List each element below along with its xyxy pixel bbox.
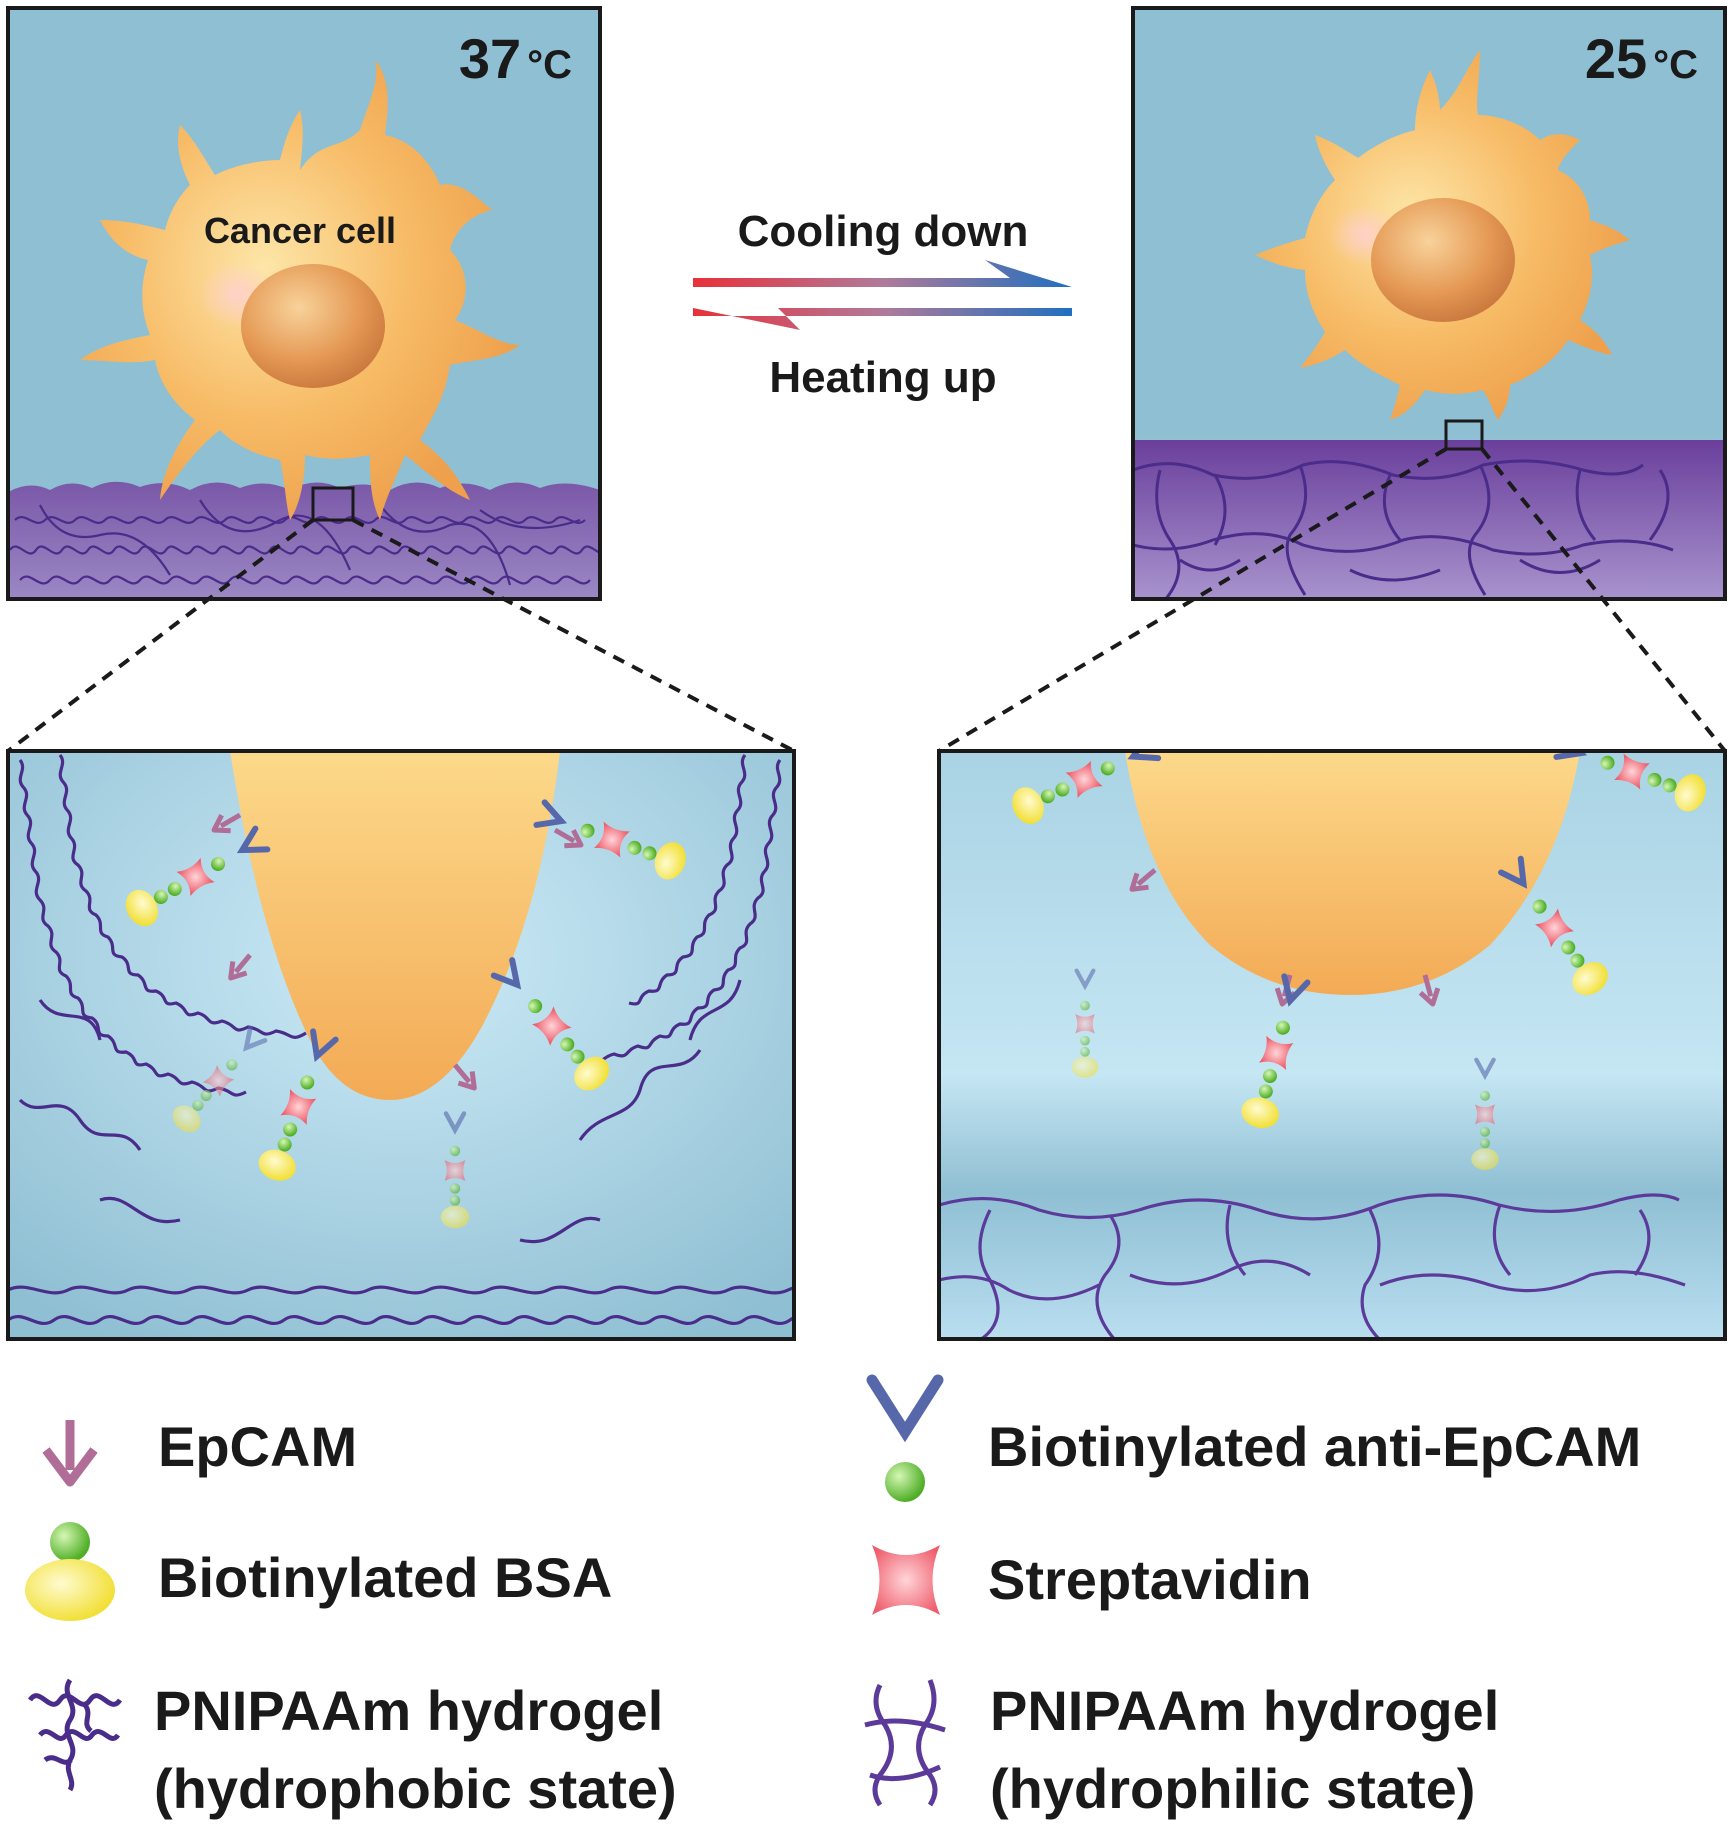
- hydrogel-network-zoom-cool: [939, 1193, 1686, 1339]
- legend-hydrophilic-label-line2: (hydrophilic state): [990, 1757, 1475, 1820]
- transition-arrows: Cooling down Heating up: [693, 207, 1072, 402]
- heating-arrow: [693, 308, 1072, 330]
- zoom-box-warm: [311, 486, 355, 522]
- legend-bsa-icon: [25, 1522, 115, 1621]
- legend-streptavidin-label: Streptavidin: [988, 1548, 1312, 1611]
- legend-epcam-label: EpCAM: [158, 1415, 357, 1478]
- legend-bsa-label: Biotinylated BSA: [158, 1546, 612, 1609]
- cell-protrusion-warm: [230, 751, 560, 1100]
- hydrogel-network-top-right: [1133, 459, 1674, 599]
- temperature-label-warm: 37°C: [459, 27, 572, 90]
- temperature-label-cool: 25°C: [1585, 27, 1698, 90]
- cancer-cell-cool: [1255, 50, 1630, 420]
- legend: EpCAM Biotinylated anti-EpCAM Biotinylat…: [25, 1374, 1641, 1820]
- zoom-lines: [6, 447, 1727, 753]
- heating-up-label: Heating up: [769, 353, 996, 402]
- legend-epcam-icon: [42, 1420, 98, 1487]
- cooling-arrow: [693, 260, 1072, 287]
- legend-antibody-icon: [866, 1374, 944, 1502]
- legend-streptavidin-icon: [872, 1545, 940, 1615]
- hydrogel-coils-top-left: [9, 499, 600, 586]
- zoom-panel-warm: [6, 749, 796, 1341]
- cancer-cell-label: Cancer cell: [204, 210, 396, 251]
- legend-hydrophilic-icon: [864, 1679, 946, 1807]
- cooling-down-label: Cooling down: [738, 207, 1029, 256]
- panel-cool: 25°C: [1131, 6, 1727, 601]
- cancer-cell-warm: [80, 60, 520, 520]
- hydrogel-coils-zoom-warm: [8, 754, 794, 1326]
- zoom-panel-cool: [937, 749, 1727, 1341]
- panel-warm: 37°C Cancer cell: [6, 6, 602, 601]
- legend-hydrophobic-label-line1: PNIPAAm hydrogel: [154, 1679, 663, 1742]
- legend-hydrophobic-label-line2: (hydrophobic state): [154, 1757, 677, 1820]
- zoom-box-cool: [1444, 419, 1484, 451]
- cell-protrusion-cool: [1125, 751, 1580, 995]
- legend-hydrophilic-label-line1: PNIPAAm hydrogel: [990, 1679, 1499, 1742]
- legend-hydrophobic-icon: [27, 1678, 123, 1792]
- legend-antibody-label: Biotinylated anti-EpCAM: [988, 1415, 1641, 1478]
